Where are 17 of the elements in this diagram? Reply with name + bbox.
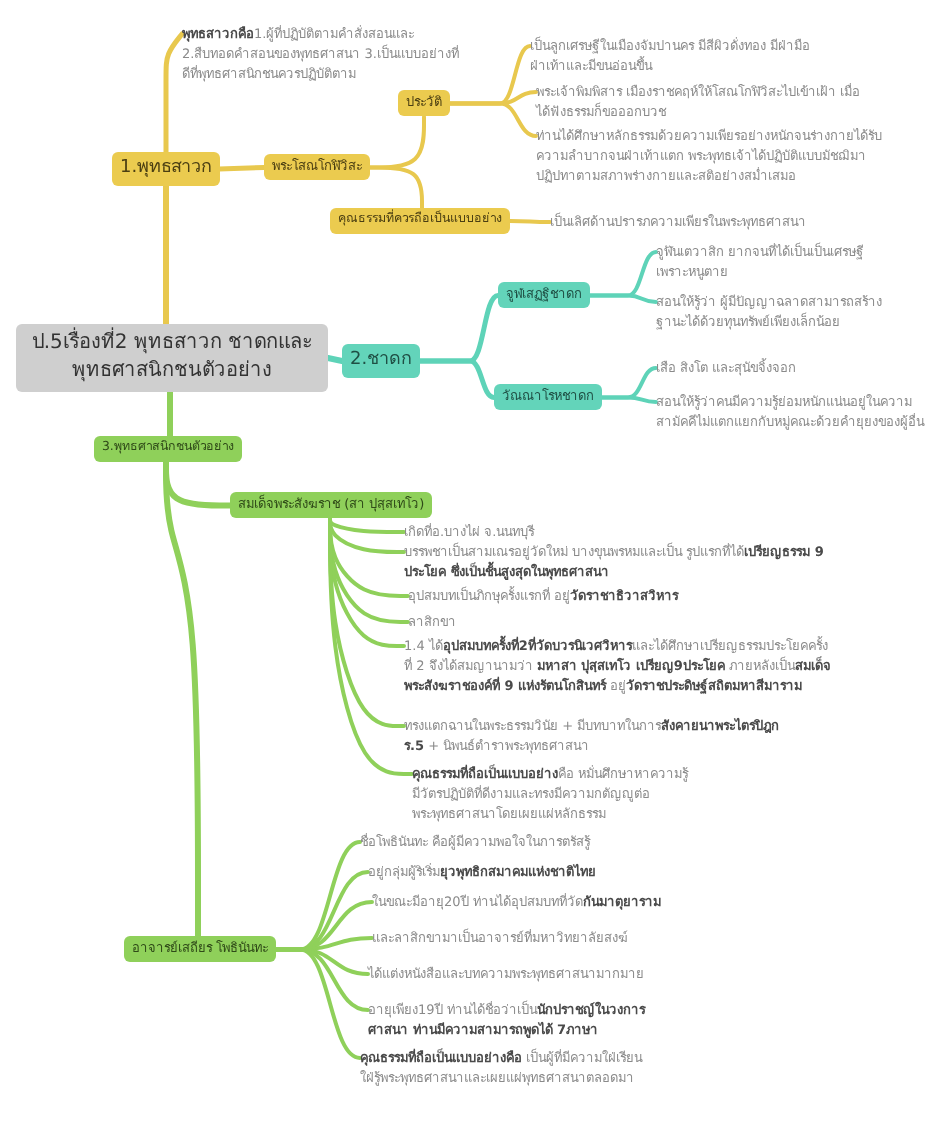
branch-line: [448, 101, 538, 138]
branch-line: [368, 165, 424, 210]
branch-line: [163, 458, 201, 939]
branch-line: [325, 355, 345, 365]
branch-line: [163, 183, 169, 327]
branch-line: [274, 947, 362, 1060]
branch-line: [167, 389, 173, 439]
topic-box: 1.พุทธสาวก: [112, 152, 220, 187]
topic-box: 2.ชาดก: [342, 344, 420, 379]
branch-line: [588, 293, 658, 304]
branch-line: [328, 516, 406, 534]
branch-line: [416, 358, 497, 400]
branch-line: [600, 395, 658, 404]
branch-line: [216, 164, 267, 172]
branch-line: [163, 31, 185, 155]
branch-line: [508, 219, 552, 224]
root-topic-box: ป.5เรื่องที่2 พุทธสาวก ชาดกและพุทธศาสนิกชนตัวอย่าง: [16, 324, 328, 392]
